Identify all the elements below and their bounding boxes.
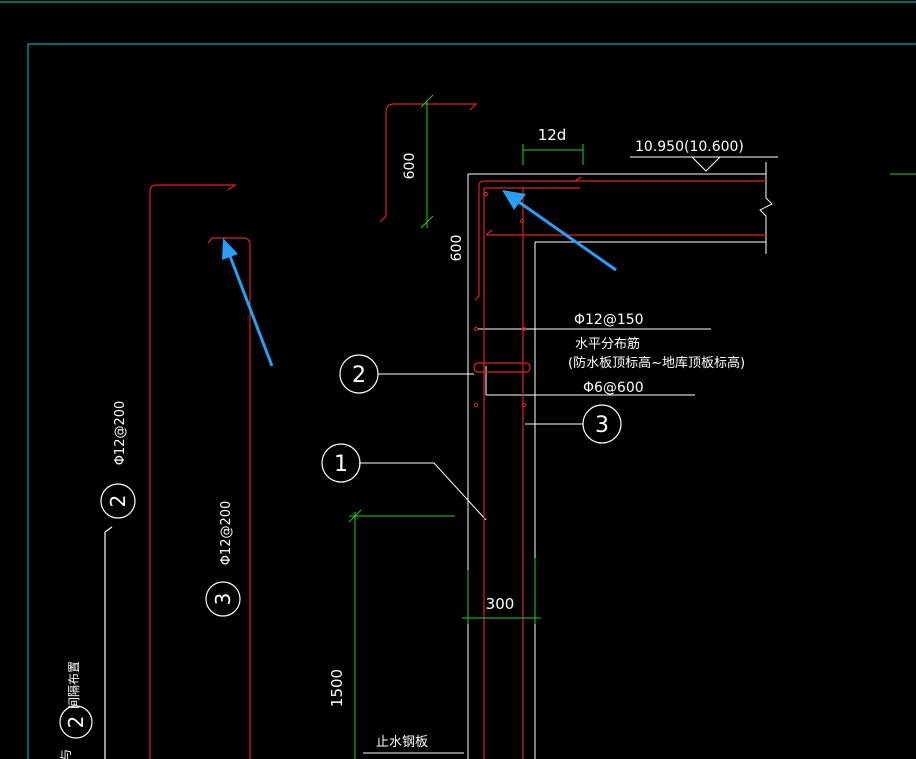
rebar-dot (483, 191, 489, 197)
callout-2-text: 2 (352, 363, 366, 388)
callout-circles (59, 354, 622, 739)
wall-outline (359, 156, 778, 759)
callout-1-text: 1 (334, 452, 348, 477)
annotation-arrow-left (222, 238, 274, 367)
callout-3-text: 3 (595, 413, 609, 438)
tie-spec-text: Φ6@600 (583, 380, 644, 396)
left-bar-2-spec: Φ12@200 (113, 401, 128, 466)
slab-top-bar (474, 180, 766, 301)
horizontal-spec-text: Φ12@150 (574, 312, 644, 328)
tie-bar (473, 362, 531, 373)
spacing-note-text: 间隔布置 (67, 661, 81, 709)
dim-600-top-tick (420, 215, 434, 229)
horizontal-name-text: 水平分布筋 (575, 336, 640, 352)
slab-bottom-hook (485, 229, 493, 236)
dim-1500-tick (348, 509, 362, 523)
rebar-lines (104, 103, 766, 759)
left-callout-circle-2 (100, 483, 136, 519)
bottom-callout-circle-2 (59, 705, 93, 739)
dim-600-wall-text: 600 (449, 235, 465, 262)
callout-circle-2 (339, 354, 379, 394)
rebar-dot (473, 326, 479, 332)
horizontal-range-text: (防水板顶标高~地库顶板标高) (568, 355, 745, 371)
top-hook-rebar (379, 103, 478, 223)
callout-1-leader (359, 462, 487, 521)
left-bar-2 (149, 184, 237, 759)
callout-circle-3 (582, 404, 622, 444)
elevation-triangle (691, 156, 721, 172)
left-callout-2-text: 2 (106, 495, 130, 508)
annotation-arrows (222, 190, 617, 367)
rebar-dots (473, 191, 527, 408)
drawing-text: 1 2 3 2 3 2 600 600 12d 300 1500 10.950(… (59, 126, 745, 759)
slab-top-bar-end (574, 176, 582, 182)
callout-circle-1 (321, 443, 361, 483)
dim-1500-text: 1500 (328, 669, 346, 707)
rebar-dot (519, 218, 525, 224)
elevation-text: 10.950(10.600) (635, 139, 744, 155)
bottom-callout-2-text: 2 (64, 716, 88, 729)
left-callout-3-text: 3 (211, 593, 235, 606)
left-bar-3-spec: Φ12@200 (219, 501, 234, 566)
rebar-dot (521, 402, 527, 408)
dimension-lines (348, 94, 584, 759)
dim-300-text: 300 (486, 595, 515, 613)
cut-text: 与 (59, 749, 73, 759)
dim-12d-text: 12d (538, 126, 567, 144)
left-bar-3 (207, 237, 251, 759)
left-callout-circle-3 (205, 581, 241, 617)
water-stop-text: 止水钢板 (376, 735, 428, 750)
rebar-dot (521, 326, 527, 332)
slab-break-line (759, 162, 773, 254)
dim-600-top-tick (420, 94, 434, 108)
annotation-arrow-top (502, 190, 617, 272)
dim-600-top-text: 600 (402, 153, 418, 180)
rebar-dot (473, 402, 479, 408)
left-bar-2-leader-tick (104, 526, 113, 533)
frame-inner-border (27, 43, 916, 759)
